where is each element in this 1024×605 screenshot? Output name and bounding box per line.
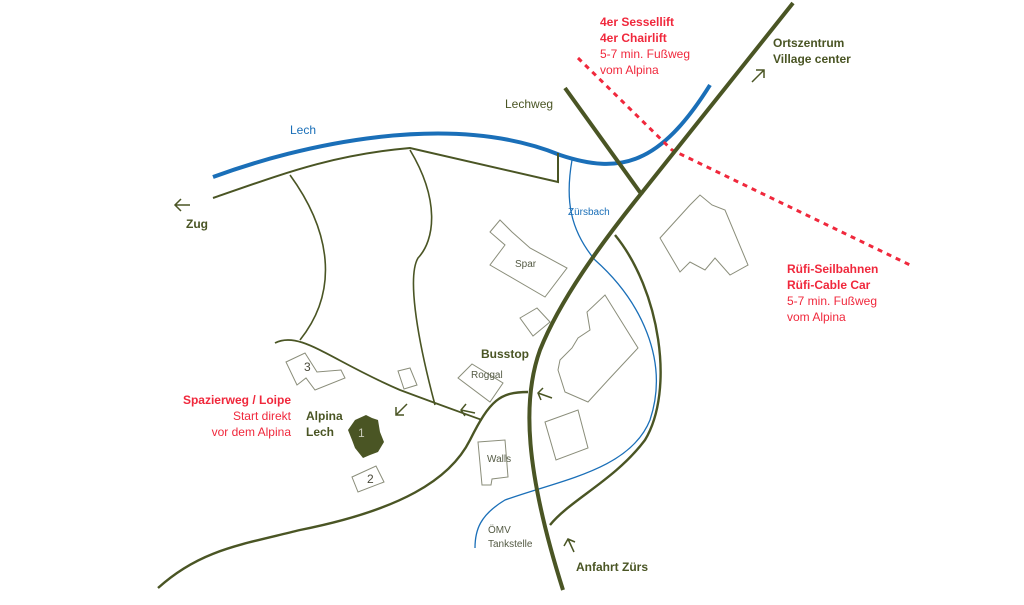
building-3-number: 3 (304, 360, 311, 374)
chairlift-label: 4er Sessellift 4er Chairlift 5-7 min. Fu… (600, 14, 690, 78)
village-en: Village center (773, 52, 851, 66)
lower-road (157, 390, 529, 589)
building (544, 409, 589, 461)
lechweg-road (563, 86, 644, 197)
loipe-path (274, 338, 483, 421)
walls-label: Walls (487, 454, 512, 465)
chairlift-from: vom Alpina (600, 63, 659, 77)
chairlift-title-de: 4er Sessellift (600, 15, 675, 29)
ruefi-label: Rüfi-Seilbahnen Rüfi-Cable Car 5-7 min. … (787, 261, 878, 325)
busstop-label: Busstop (481, 347, 529, 361)
building-2-number: 2 (367, 472, 374, 486)
building-roggal (457, 363, 504, 403)
chairlift-title-en: 4er Chairlift (600, 31, 667, 45)
village-de: Ortszentrum (773, 36, 845, 50)
river-zuersbach (474, 159, 657, 549)
right-road (549, 234, 662, 526)
building (519, 307, 551, 337)
ruefi-walk: 5-7 min. Fußweg (787, 294, 878, 308)
zuersbach-label: Zürsbach (568, 207, 610, 218)
building-alpina (348, 415, 384, 458)
lechweg-label: Lechweg (505, 97, 554, 111)
arrow-left-icon (537, 387, 553, 401)
main-road (527, 1, 795, 591)
path (289, 174, 327, 341)
building-spar (489, 219, 568, 298)
building-right-top (659, 194, 749, 276)
village-label: Ortszentrum Village center (773, 35, 851, 67)
walk-line3: vor dem Alpina (211, 425, 291, 439)
left-road (212, 146, 559, 199)
ruefi-title-de: Rüfi-Seilbahnen (787, 262, 879, 276)
building-3 (285, 352, 346, 391)
arrow-up-right-icon (751, 69, 765, 83)
spar-label: Spar (515, 259, 537, 270)
omv-name: ÖMV (488, 525, 511, 536)
ruefi-title-en: Rüfi-Cable Car (787, 278, 871, 292)
omv-label: ÖMV Tankstelle (488, 524, 532, 552)
walk-label: Spazierweg / Loipe Start direkt vor dem … (183, 392, 291, 440)
alpina-place: Lech (306, 425, 335, 439)
arrow-left-icon (173, 198, 190, 212)
alpina-name: Alpina (306, 409, 343, 423)
building (557, 294, 639, 403)
building-1-number: 1 (358, 426, 365, 440)
walk-line2: Start direkt (232, 409, 291, 423)
arrow-down-left-icon (395, 403, 408, 416)
chairlift-line (576, 56, 911, 267)
zuers-label: Anfahrt Zürs (576, 560, 648, 574)
building-2 (351, 465, 385, 493)
chairlift-walk: 5-7 min. Fußweg (600, 47, 691, 61)
walk-title: Spazierweg / Loipe (182, 393, 291, 407)
zug-label: Zug (186, 217, 208, 231)
river-lech (212, 83, 712, 179)
arrow-left-icon (460, 403, 476, 417)
lech-river-label: Lech (290, 123, 317, 137)
omv-type: Tankstelle (488, 539, 533, 550)
arrow-up-icon (563, 538, 576, 553)
alpina-label: Alpina Lech (306, 408, 343, 440)
building (397, 367, 418, 390)
path (409, 149, 436, 406)
ruefi-from: vom Alpina (787, 310, 846, 324)
roggal-label: Roggal (471, 370, 503, 381)
building-walls (477, 439, 509, 486)
